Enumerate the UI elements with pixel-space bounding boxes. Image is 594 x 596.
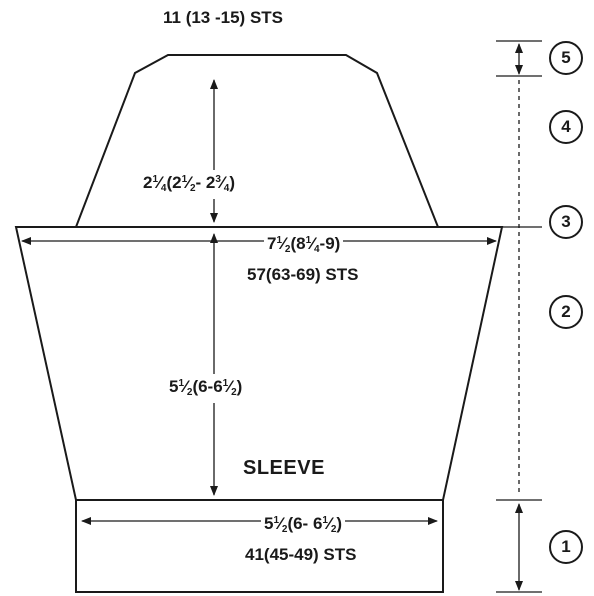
- section-marker-1: 1: [549, 530, 583, 564]
- section-marker-4: 4: [549, 110, 583, 144]
- section-marker-2: 2: [549, 295, 583, 329]
- section-marker-5: 5: [549, 41, 583, 75]
- upper-width-label: 71⁄2(81⁄4-9): [264, 231, 344, 260]
- top-stitch-count: 11 (13 -15) STS: [163, 8, 284, 27]
- cuff-width-label: 51⁄2(6- 61⁄2): [261, 511, 346, 540]
- upper-stitch-count: 57(63-69) STS: [247, 265, 359, 284]
- cuff-stitch-count: 41(45-49) STS: [245, 545, 357, 564]
- cuff-outline: [75, 499, 444, 593]
- section-marker-3: 3: [549, 205, 583, 239]
- sleeve-title: SLEEVE: [243, 457, 325, 479]
- body-height-label: 51⁄2(6-61⁄2): [166, 374, 246, 403]
- sleeve-cap-outline: [16, 54, 502, 228]
- cap-height-label: 21⁄4(21⁄2- 23⁄4): [140, 170, 239, 199]
